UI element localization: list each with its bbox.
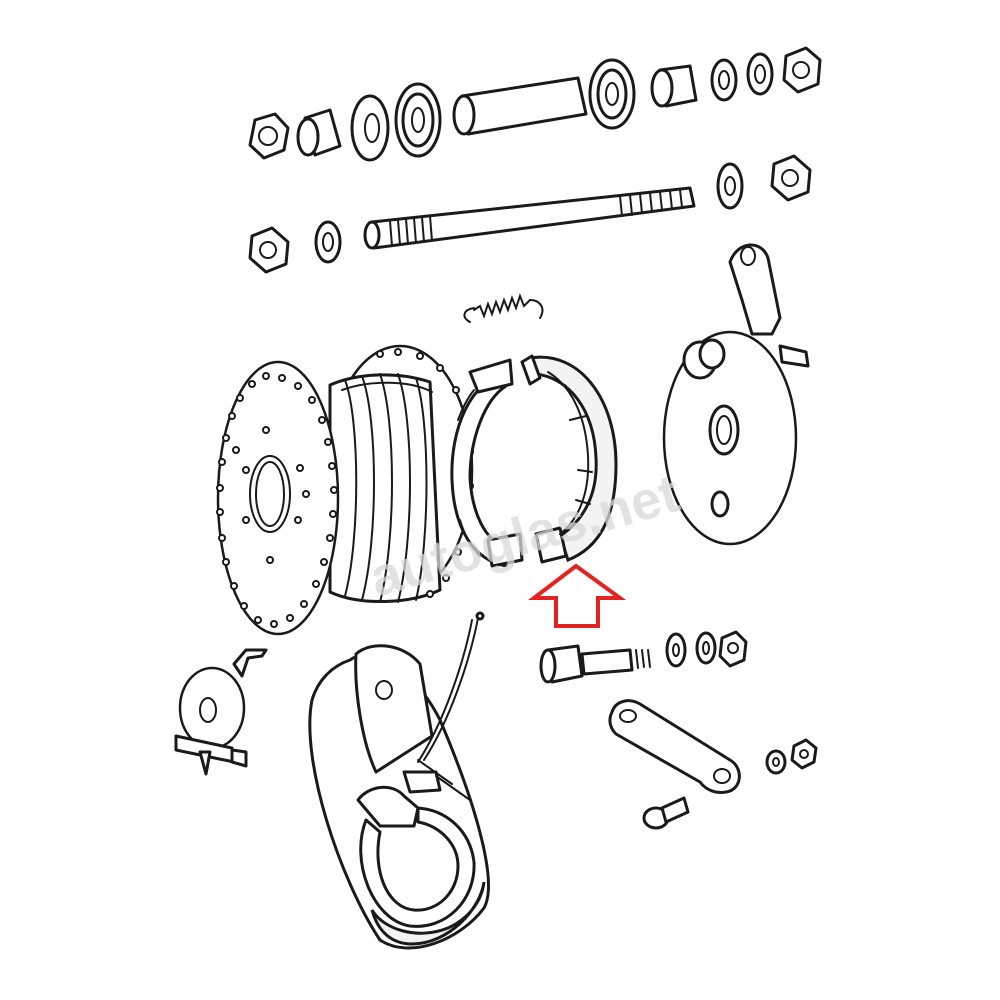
axle-row (248, 154, 812, 274)
brake-plate (662, 243, 810, 546)
threaded-axle (363, 186, 696, 250)
brake-shoe (520, 354, 618, 564)
return-spring (463, 293, 544, 323)
pivot-bolt (539, 644, 651, 684)
brake-shoe-left (450, 358, 524, 568)
link-bolt (642, 796, 690, 830)
spacer-sleeve-top-left (296, 108, 342, 157)
seal-ring-top (350, 94, 390, 162)
torque-link (608, 699, 741, 794)
brake-cam (682, 338, 726, 380)
speedometer-drive (174, 648, 268, 776)
axle-spacer-tube (452, 76, 588, 136)
spoke-holes (216, 348, 474, 628)
swing-arm (308, 611, 490, 950)
bearing-top-left (394, 82, 442, 158)
wheel-hub (216, 344, 474, 636)
bearing-top-right (588, 58, 636, 130)
brake-arm (728, 243, 810, 368)
upper-hardware-row (248, 46, 822, 162)
up-arrow-icon (528, 563, 627, 628)
spacer-sleeve-top-right (650, 64, 698, 108)
